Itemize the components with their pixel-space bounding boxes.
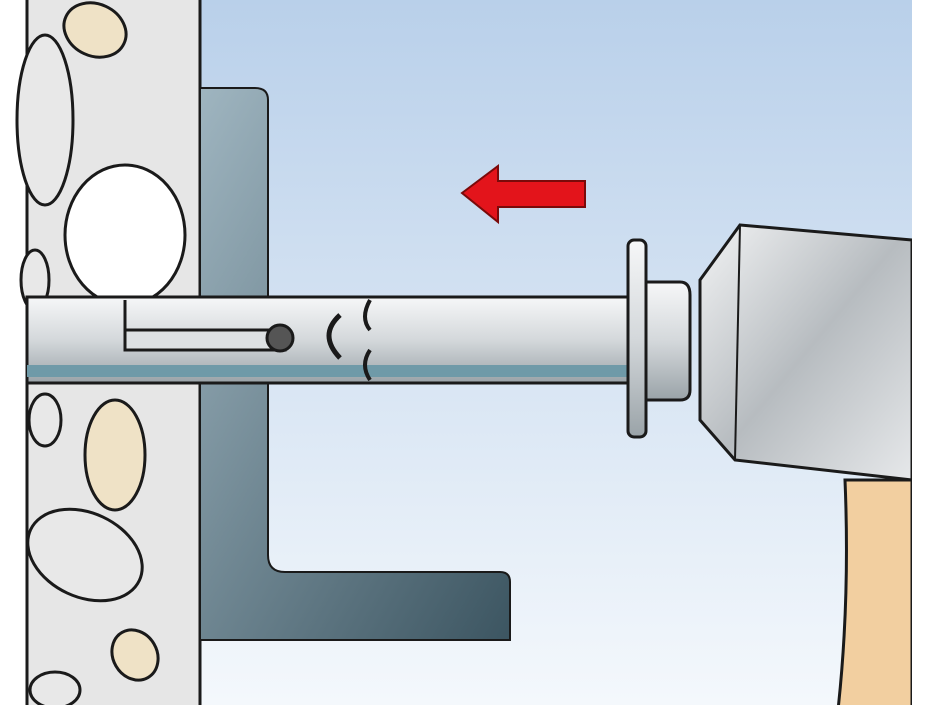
right-margin <box>912 0 940 705</box>
hammer <box>698 223 914 705</box>
red-direction-arrow <box>460 164 586 225</box>
washer <box>626 238 648 439</box>
anchor-bolt <box>25 295 649 385</box>
hex-nut <box>644 280 692 402</box>
